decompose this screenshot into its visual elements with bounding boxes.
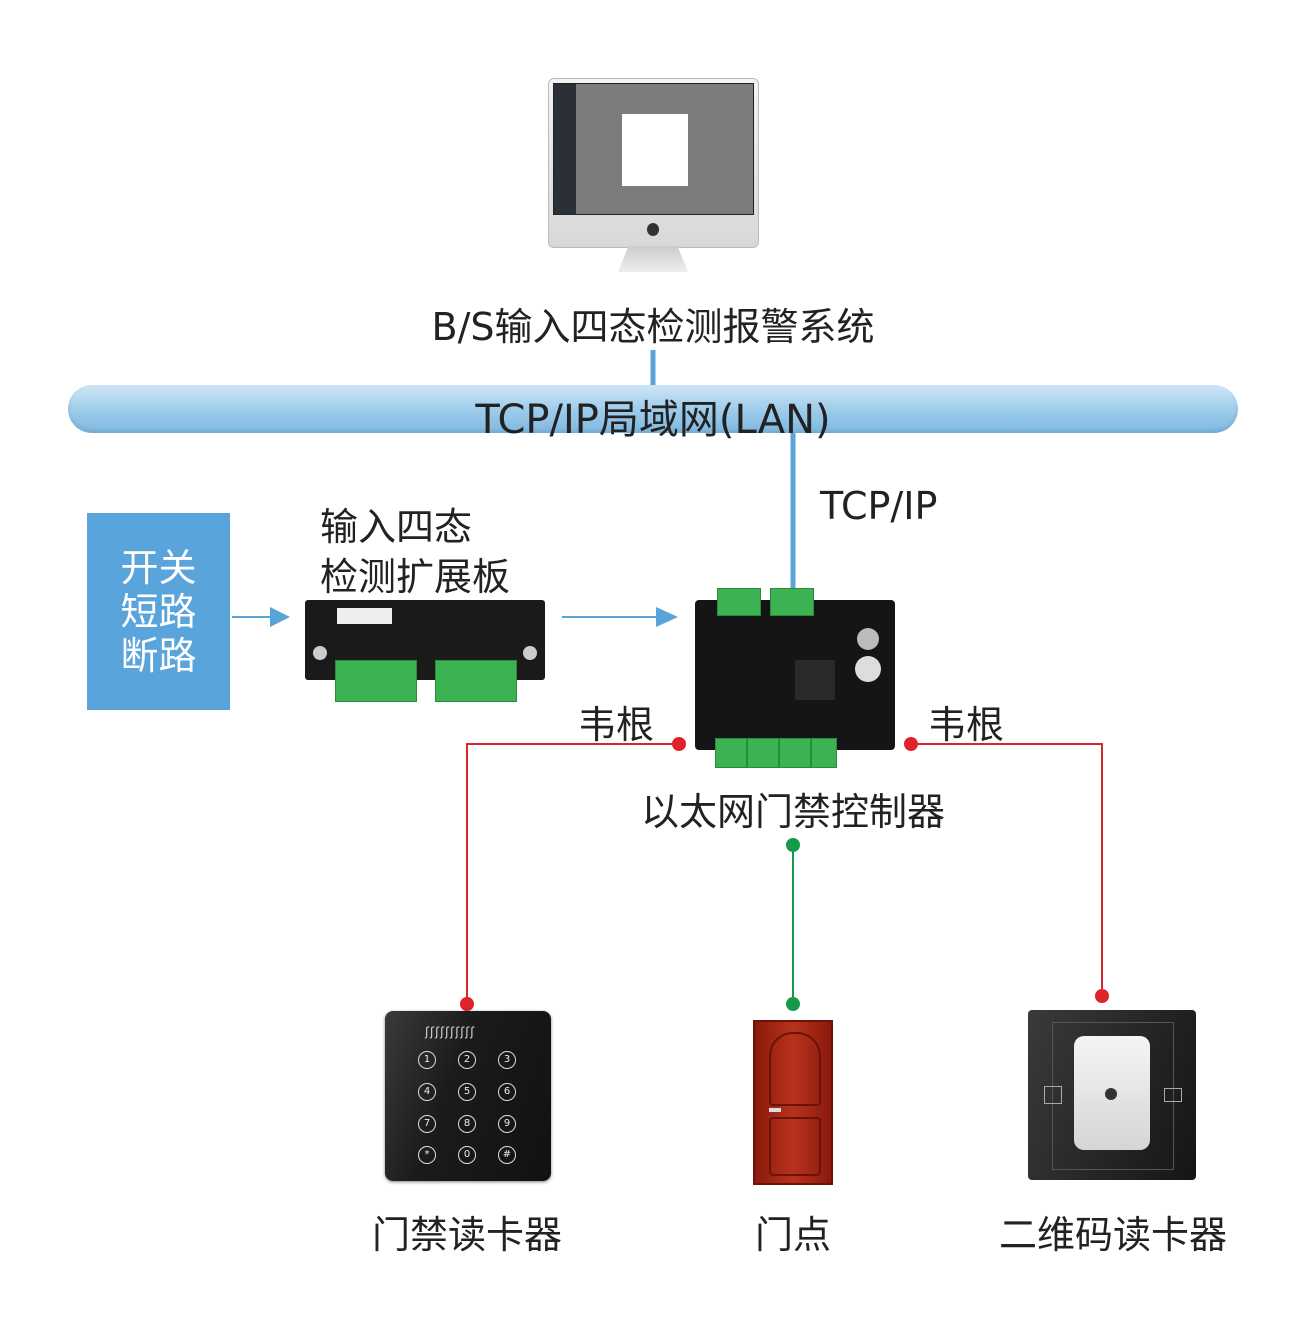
system-title: B/S输入四态检测报警系统: [431, 305, 875, 349]
key: *: [418, 1146, 436, 1164]
nfc-card-icon: [1164, 1088, 1182, 1102]
keypad-reader-label: 门禁读卡器: [371, 1213, 563, 1257]
key: #: [498, 1146, 516, 1164]
key: 2: [458, 1051, 476, 1069]
monitor-screen: [553, 83, 754, 215]
lan-label: TCP/IP局域网(LAN): [475, 397, 831, 443]
lan-pipe: TCP/IP局域网(LAN): [68, 385, 1238, 443]
tcpip-label: TCP/IP: [820, 484, 938, 528]
wiegand-left-dot-bottom: [460, 997, 474, 1011]
door-label: 门点: [754, 1213, 832, 1257]
expansion-board-image: [305, 600, 545, 702]
arrow-box-to-board: [232, 607, 290, 627]
expansion-board-label-1: 输入四态: [320, 505, 473, 549]
arrow-board-to-controller: [562, 607, 678, 627]
door-image: [753, 1020, 833, 1185]
wiegand-left-line: [466, 743, 679, 1004]
wiegand-left-label: 韦根: [578, 703, 655, 747]
keypad-reader-image: ʃʃʃʃʃʃʃʃʃʃ 1 2 3 4 5 6 7 8 9 * 0 #: [385, 1011, 551, 1181]
wiegand-right-line: [911, 743, 1103, 996]
input-state-line: 断路: [120, 633, 197, 678]
qr-reader-label: 二维码读卡器: [998, 1213, 1228, 1257]
key: 0: [458, 1146, 476, 1164]
camera-lens-icon: [1105, 1088, 1117, 1100]
input-state-line: 开关: [120, 545, 197, 590]
key: 5: [458, 1083, 476, 1101]
wiegand-left-dot-top: [672, 737, 686, 751]
wiegand-right-dot-top: [904, 737, 918, 751]
monitor-image: [548, 78, 759, 278]
wiegand-right-label: 韦根: [928, 703, 1005, 747]
key: 6: [498, 1083, 516, 1101]
qr-code-icon: [1044, 1086, 1062, 1104]
key: 3: [498, 1051, 516, 1069]
apple-logo-icon: [647, 223, 659, 236]
controller-image: [695, 588, 895, 768]
qr-reader-image: [1028, 1010, 1196, 1180]
expansion-board-label-2: 检测扩展板: [320, 555, 511, 599]
key: 4: [418, 1083, 436, 1101]
key: 1: [418, 1051, 436, 1069]
key: 7: [418, 1115, 436, 1133]
card-wave-icon: ʃʃʃʃʃʃʃʃʃʃ: [425, 1025, 476, 1039]
controller-label: 以太网门禁控制器: [640, 790, 946, 834]
wiegand-right-dot-bottom: [1095, 989, 1109, 1003]
door-dot-top: [786, 838, 800, 852]
key: 8: [458, 1115, 476, 1133]
input-state-box: 开关 短路 断路: [87, 513, 230, 710]
door-handle-icon: [769, 1108, 781, 1112]
key: 9: [498, 1115, 516, 1133]
door-dot-bottom: [786, 997, 800, 1011]
input-state-line: 短路: [120, 589, 197, 634]
